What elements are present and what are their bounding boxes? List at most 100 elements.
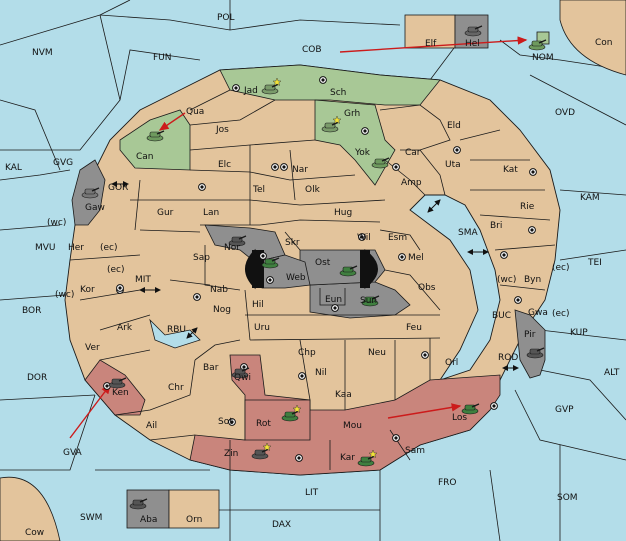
sea-label-lit: LIT bbox=[305, 488, 319, 498]
sea-label-gva: GVA bbox=[63, 448, 83, 458]
land-label-mou: Mou bbox=[343, 421, 362, 431]
sea-label-mit: MIT bbox=[135, 275, 151, 285]
tank-unit-icon[interactable] bbox=[361, 295, 380, 307]
land-label-wil: Wil bbox=[357, 233, 371, 243]
sea-label-bor: BOR bbox=[22, 306, 41, 316]
supply-center-dot-core bbox=[273, 165, 277, 169]
land-label-lan: Lan bbox=[203, 208, 219, 218]
land-label-yok: Yok bbox=[354, 148, 371, 158]
land-label-jos: Jos bbox=[215, 125, 229, 135]
sea-label-cob: COB bbox=[302, 45, 322, 55]
tank-unit-icon[interactable] bbox=[251, 442, 272, 460]
land-label-elc: Elc bbox=[218, 160, 231, 170]
supply-center-dot-core bbox=[118, 286, 122, 290]
supply-center-dot-core bbox=[363, 129, 367, 133]
land-label-ken: Ken bbox=[112, 388, 129, 398]
supply-center-dot-core bbox=[195, 295, 199, 299]
tank-unit-icon[interactable] bbox=[231, 367, 250, 379]
tank-unit-icon[interactable] bbox=[528, 39, 547, 51]
region-labels: POL NVM FUN COB NOM Con OVD KAL GVG GOR … bbox=[5, 13, 620, 538]
order-arrow-los bbox=[387, 403, 462, 419]
supply-center-dot-core bbox=[530, 228, 534, 232]
supply-center-dot-core bbox=[242, 365, 246, 369]
land-label-eld: Eld bbox=[447, 121, 461, 131]
order-arrow-can bbox=[158, 112, 186, 131]
land-label-ec4: (ec) bbox=[552, 309, 570, 319]
supply-center-dot-core bbox=[455, 148, 459, 152]
land-label-con: Con bbox=[595, 38, 613, 48]
tank-unit-icon[interactable] bbox=[371, 157, 390, 169]
land-label-kat: Kat bbox=[503, 165, 518, 175]
land-label-mel: Mel bbox=[408, 253, 424, 263]
sea-label-kup: KUP bbox=[570, 328, 588, 338]
order-arrow-ken bbox=[69, 383, 111, 439]
sea-label-rod: ROD bbox=[498, 353, 518, 363]
sea-label-nvm: NVM bbox=[32, 48, 53, 58]
tank-unit-icon[interactable] bbox=[526, 347, 545, 359]
land-label-wc2: (wc) bbox=[497, 275, 516, 285]
supply-center-dot-core bbox=[423, 353, 427, 357]
land-label-ail: Ail bbox=[146, 421, 157, 431]
land-label-chr: Chr bbox=[168, 383, 184, 393]
land-label-hel: Hel bbox=[465, 39, 480, 49]
land-label-uta: Uta bbox=[445, 160, 461, 170]
supply-center-dot-core bbox=[105, 384, 109, 388]
supply-center-dot-core bbox=[234, 86, 238, 90]
sea-label-dor: DOR bbox=[27, 373, 47, 383]
tank-unit-icon[interactable] bbox=[461, 403, 480, 415]
land-label-her: Her bbox=[68, 243, 84, 253]
land-label-elf: Elf bbox=[425, 39, 437, 49]
land-label-nil: Nil bbox=[315, 368, 327, 378]
sea-label-tei: TEI bbox=[587, 258, 602, 268]
land-label-nar: Nar bbox=[292, 165, 308, 175]
supply-center-dot-core bbox=[516, 298, 520, 302]
land-label-sap: Sap bbox=[193, 253, 210, 263]
supply-center-dot-core bbox=[282, 165, 286, 169]
supply-center-dot-core bbox=[492, 404, 496, 408]
land-label-car: Car bbox=[405, 148, 421, 158]
supply-center-dot-core bbox=[531, 170, 535, 174]
sea-label-gvp: GVP bbox=[555, 405, 574, 415]
land-label-web: Web bbox=[286, 273, 306, 283]
sea-label-kam: KAM bbox=[580, 193, 600, 203]
land-label-kaa: Kaa bbox=[335, 390, 352, 400]
supply-center-dot-core bbox=[300, 374, 304, 378]
supply-center-dot-core bbox=[230, 420, 234, 424]
land-label-skr: Skr bbox=[285, 238, 300, 248]
supply-center-dot-core bbox=[400, 255, 404, 259]
land-label-nor: Nor bbox=[224, 243, 240, 253]
tank-unit-icon[interactable] bbox=[281, 404, 302, 422]
tank-unit-icon[interactable] bbox=[464, 25, 483, 37]
land-label-feu: Feu bbox=[406, 323, 422, 333]
tank-unit-icon[interactable] bbox=[339, 265, 358, 277]
tank-unit-icon[interactable] bbox=[228, 235, 247, 247]
tank-unit-icon[interactable] bbox=[261, 77, 282, 95]
sea-label-gor: GOR bbox=[108, 183, 128, 193]
sea-label-gvg: GVG bbox=[53, 158, 73, 168]
land-label-qwi: Qwi bbox=[234, 373, 251, 383]
land-label-qua: Qua bbox=[186, 107, 204, 117]
tank-unit-icon[interactable] bbox=[357, 449, 378, 467]
land-label-tel: Tel bbox=[252, 185, 265, 195]
land-label-los: Los bbox=[452, 413, 467, 423]
land-label-ark: Ark bbox=[117, 323, 133, 333]
tank-unit-icon[interactable] bbox=[108, 377, 127, 389]
supply-center-dot-core bbox=[321, 78, 325, 82]
land-label-ec2: (ec) bbox=[107, 265, 125, 275]
sea-label-fro: FRO bbox=[438, 478, 457, 488]
tank-unit-icon[interactable] bbox=[81, 187, 100, 199]
tank-unit-icon[interactable] bbox=[146, 130, 165, 142]
land-label-obs: Obs bbox=[418, 283, 436, 293]
move-arrows bbox=[69, 36, 528, 439]
sea-label-nom: NOM bbox=[532, 53, 554, 63]
land-label-nog: Nog bbox=[213, 305, 231, 315]
land-label-bar: Bar bbox=[203, 363, 219, 373]
sea-label-pol: POL bbox=[217, 13, 235, 23]
tank-unit-icon[interactable] bbox=[129, 498, 148, 510]
sea-label-dax: DAX bbox=[272, 520, 291, 530]
sea-label-sma: SMA bbox=[458, 228, 478, 238]
tank-unit-icon[interactable] bbox=[261, 257, 280, 269]
tank-unit-icon[interactable] bbox=[321, 115, 342, 133]
